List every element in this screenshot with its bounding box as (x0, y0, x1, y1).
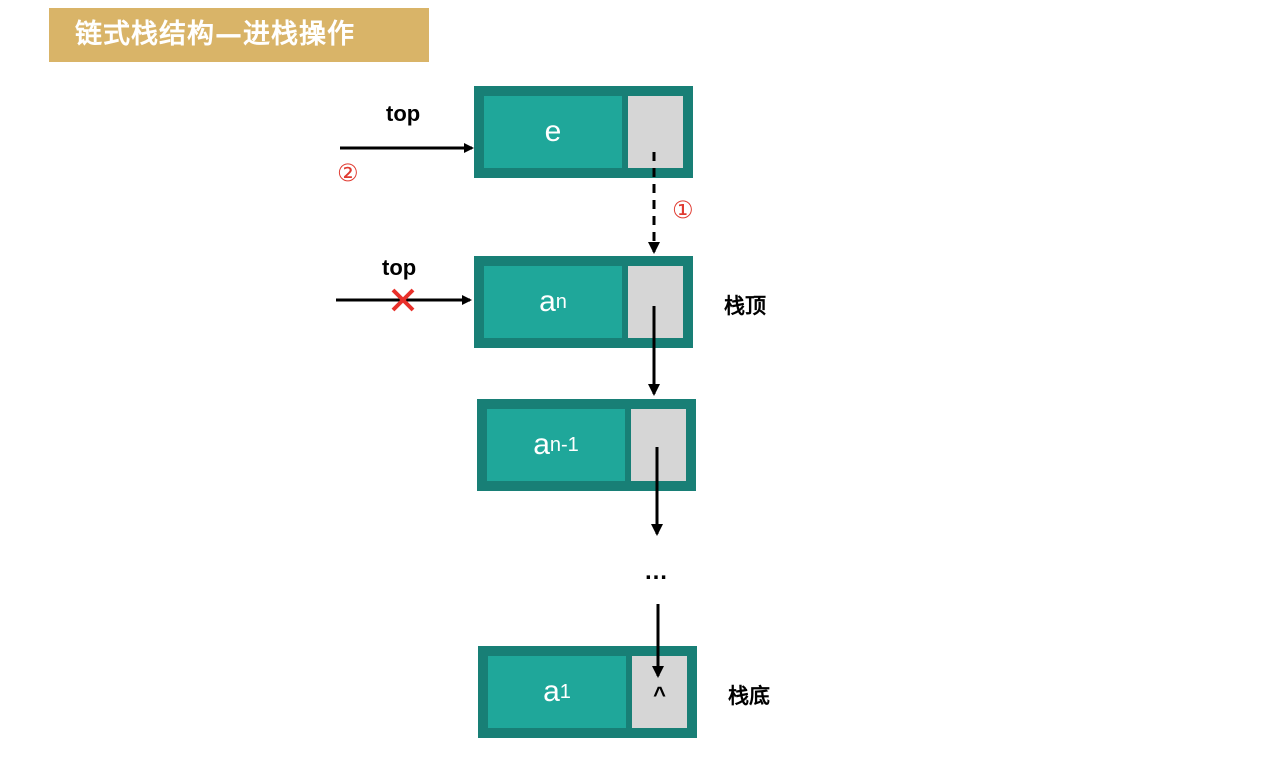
node-an-data-text: a (539, 285, 556, 318)
top-label-new: top (386, 101, 421, 126)
node-e: e (474, 86, 693, 178)
stack-bottom-label: 栈底 (728, 684, 770, 708)
node-e-data: e (484, 96, 622, 168)
node-an-1-pointer (631, 409, 686, 481)
stack-top-label: 栈顶 (724, 294, 766, 318)
page-title: 链式栈结构—进栈操作 (49, 8, 429, 62)
ellipsis-label: … (644, 558, 668, 585)
node-an-1-data-text: a (533, 428, 550, 461)
node-e-data-text: e (544, 115, 562, 148)
node-a1-pointer-null: ^ (632, 656, 687, 728)
cross-icon (391, 288, 415, 312)
step-2-marker: ② (337, 159, 359, 187)
null-pointer-caret: ^ (653, 682, 666, 707)
top-label-old: top (382, 255, 417, 280)
node-an-pointer (628, 266, 683, 338)
node-a1-data-text: a (543, 675, 560, 708)
node-e-pointer (628, 96, 683, 168)
step-1-marker: ① (672, 196, 694, 224)
